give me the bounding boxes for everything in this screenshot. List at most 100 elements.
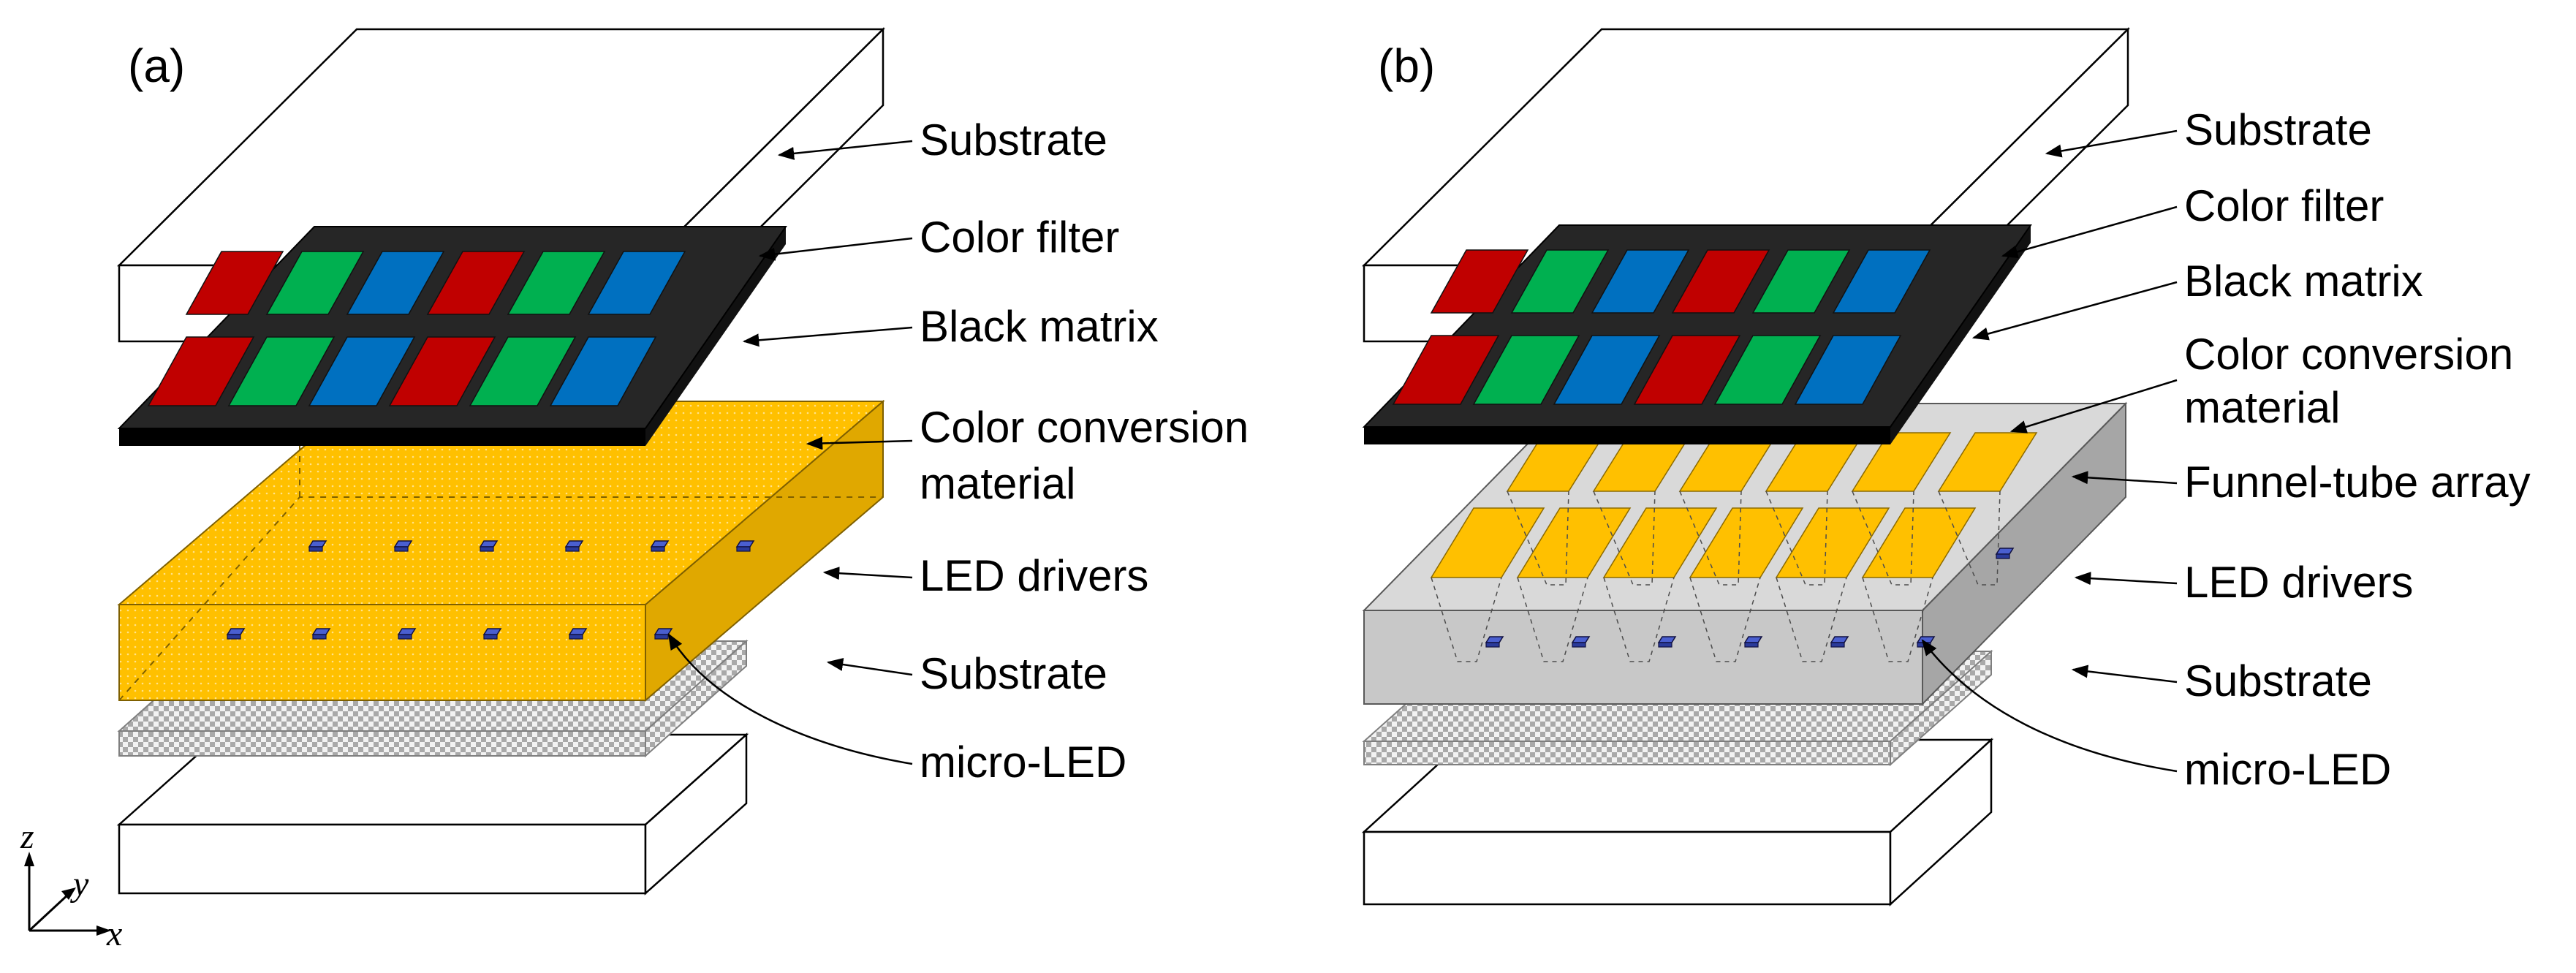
color-filter-blue-r0-c5 <box>549 336 657 406</box>
micro-led-front-1 <box>1571 636 1591 643</box>
color-filter-red-r1-c0 <box>185 251 284 315</box>
micro-led-front-2 <box>1657 636 1677 643</box>
panel-b-tag: (b) <box>1378 39 1435 92</box>
axis-y-label: y <box>69 865 89 904</box>
funnel-wall-r0-c5 <box>1862 577 1933 662</box>
micro-led-front-3-side <box>1744 642 1759 648</box>
funnel-tube-array-block <box>1362 401 2128 706</box>
micro-led-back-0 <box>308 540 327 548</box>
bottom-substrate-slab <box>116 732 749 896</box>
micro-led-front-1-side <box>312 634 327 640</box>
label-material: material <box>2184 383 2340 432</box>
micro-led-front-3-side <box>483 634 498 640</box>
black-matrix-plate <box>117 226 787 446</box>
micro-led-front-3 <box>482 628 502 635</box>
funnel-wall-r0-c2 <box>1603 577 1675 662</box>
color-filter-blue-r1-c5 <box>587 251 686 315</box>
label-micro-led: micro-LED <box>920 738 1126 787</box>
color-filter-green-r0-c4 <box>469 336 577 406</box>
funnel-opening-r0-c3 <box>1689 507 1804 578</box>
micro-led-back-4 <box>650 540 670 548</box>
color-filter-array <box>1392 249 1931 405</box>
micro-led-front-4-side <box>1830 642 1845 648</box>
micro-led-front-0-side <box>227 634 241 640</box>
color-filter-blue-r1-c2 <box>346 251 445 315</box>
micro-led-front-4 <box>1830 636 1849 643</box>
micro-led-front-0 <box>1485 636 1504 643</box>
micro-led-back-1 <box>393 540 413 548</box>
funnel-wall-r0-c3 <box>1689 577 1761 662</box>
label-micro-led: micro-LED <box>2184 745 2391 794</box>
color-filter-red-r1-c3 <box>426 251 526 315</box>
axis-z-label: z <box>20 817 34 856</box>
funnel-wall-r0-c1 <box>1517 577 1588 662</box>
color-filter-green-r1-c4 <box>1751 249 1851 314</box>
micro-led-front-5-side <box>654 634 669 640</box>
color-filter-red-r0-c3 <box>388 336 496 406</box>
micro-led-front-0 <box>226 628 246 635</box>
micro-led-front-4 <box>568 628 588 635</box>
color-filter-blue-r0-c2 <box>1553 335 1661 405</box>
funnel-opening-r1-c4 <box>1851 432 1952 492</box>
label-substrate-top: Substrate <box>920 116 1107 164</box>
micro-led-front-5 <box>654 628 673 635</box>
micro-led-back-5-side <box>736 546 751 552</box>
label-black-matrix: Black matrix <box>2184 257 2423 306</box>
funnel-wall-r0-c4 <box>1776 577 1847 662</box>
label-substrate-bottom: Substrate <box>920 649 1107 698</box>
funnel-wall-r0-c0 <box>1431 577 1502 662</box>
leader-lines-b <box>1921 129 2178 773</box>
label-black-matrix: Black matrix <box>920 302 1159 351</box>
micro-led-back-5 <box>735 540 755 548</box>
micro-led-front-3 <box>1743 636 1763 643</box>
color-filter-green-r1-c1 <box>265 251 365 315</box>
funnel-wall-r1-c3 <box>1765 491 1828 586</box>
color-filter-green-r0-c4 <box>1713 335 1822 405</box>
label-material: material <box>920 459 1075 508</box>
micro-led-array <box>1485 548 2015 648</box>
color-filter-blue-r1-c2 <box>1591 249 1690 314</box>
label-color-filter: Color filter <box>2184 181 2384 230</box>
micro-led-front-4-side <box>569 634 583 640</box>
color-filter-red-r0-c0 <box>147 336 255 406</box>
color-filter-green-r0-c1 <box>1472 335 1580 405</box>
micro-led-front-2 <box>397 628 417 635</box>
color-filter-blue-r1-c5 <box>1832 249 1931 314</box>
funnel-wall-r1-c5 <box>1938 491 2001 586</box>
micro-led-back-1-side <box>394 546 409 552</box>
micro-led-back-3 <box>564 540 584 548</box>
micro-led-back-edge <box>1995 548 2015 555</box>
micro-led-back-0-side <box>308 546 323 552</box>
label-funnel-tube-array: Funnel-tube array <box>2184 458 2531 507</box>
color-conversion-block <box>117 399 885 703</box>
funnel-wall-r1-c2 <box>1679 491 1742 586</box>
color-filter-blue-r0-c5 <box>1794 335 1902 405</box>
micro-led-front-5 <box>1916 636 1936 643</box>
micro-led-front-2-side <box>1658 642 1672 648</box>
color-filter-array <box>147 251 686 406</box>
micro-led-front-0-side <box>1485 642 1500 648</box>
label-color-conversion: Color conversion <box>2184 330 2513 379</box>
leader-lines-a <box>667 140 913 765</box>
color-filter-red-r0-c3 <box>1633 335 1741 405</box>
label-led-drivers: LED drivers <box>920 551 1148 600</box>
axes-triad: z y x <box>20 817 122 953</box>
funnel-opening-r1-c5 <box>1937 432 2038 492</box>
funnel-opening-r0-c0 <box>1430 507 1545 578</box>
color-filter-blue-r0-c2 <box>308 336 416 406</box>
color-filter-green-r1-c4 <box>507 251 606 315</box>
micro-led-back-4-side <box>651 546 665 552</box>
color-filter-red-r0-c0 <box>1392 335 1500 405</box>
panel-b: (b) <box>1361 26 2531 906</box>
funnel-opening-r0-c1 <box>1516 507 1632 578</box>
panel-a-tag: (a) <box>128 39 185 92</box>
panel-a: (a) <box>20 26 1249 953</box>
micro-led-back-3-side <box>565 546 580 552</box>
funnel-wall-r1-c4 <box>1852 491 1914 586</box>
label-substrate-bottom: Substrate <box>2184 656 2372 705</box>
color-filter-green-r0-c1 <box>227 336 336 406</box>
color-filter-green-r1-c1 <box>1510 249 1610 314</box>
funnel-wall-r1-c1 <box>1593 491 1656 586</box>
micro-led-front-1-side <box>1572 642 1586 648</box>
axis-x-label: x <box>106 915 122 953</box>
